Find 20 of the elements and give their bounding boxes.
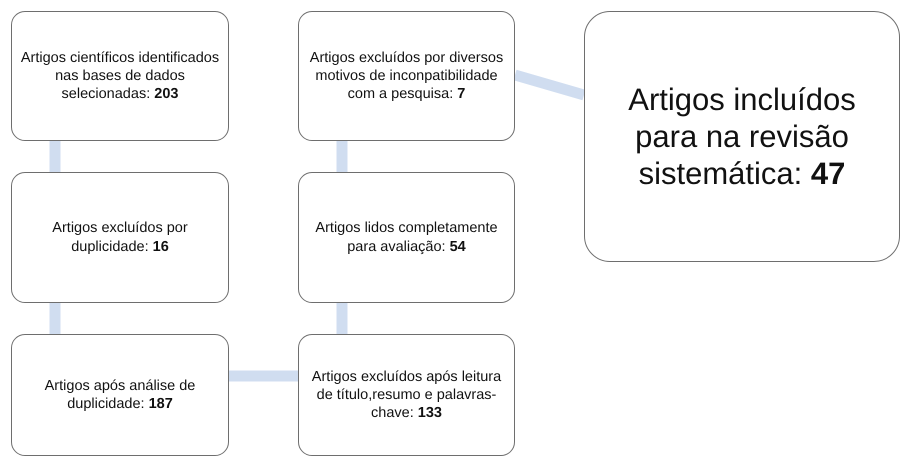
process-box — [11, 172, 229, 303]
process-box — [11, 11, 229, 141]
box-text: Artigos excluídos após leitura de título,resumo e palavras-chave: 133 — [310, 368, 502, 422]
process-box — [298, 11, 515, 141]
process-box — [298, 172, 515, 303]
connector — [50, 303, 60, 334]
box-text: Artigos científicos identificados nas bases de dados selecionadas: 203 — [20, 48, 220, 104]
connector — [229, 370, 298, 382]
box-text: Artigos após análise de duplicidade: 187 — [44, 376, 196, 414]
connector — [336, 141, 348, 172]
connector — [336, 303, 348, 334]
box-text: Artigos incluídos para na revisão sistemática: 47 — [627, 80, 857, 192]
process-box — [584, 11, 900, 262]
box-text: Artigos lidos completamente para avaliação: 54 — [314, 219, 499, 256]
process-box — [11, 334, 229, 456]
box-text: Artigos excluídos por diversos motivos de inconpatibilidade com a pesquisa: 7 — [308, 48, 504, 104]
process-box — [298, 334, 515, 456]
box-text: Artigos excluídos por duplicidade: 16 — [51, 219, 189, 256]
connector — [513, 70, 586, 100]
connector — [50, 141, 60, 172]
